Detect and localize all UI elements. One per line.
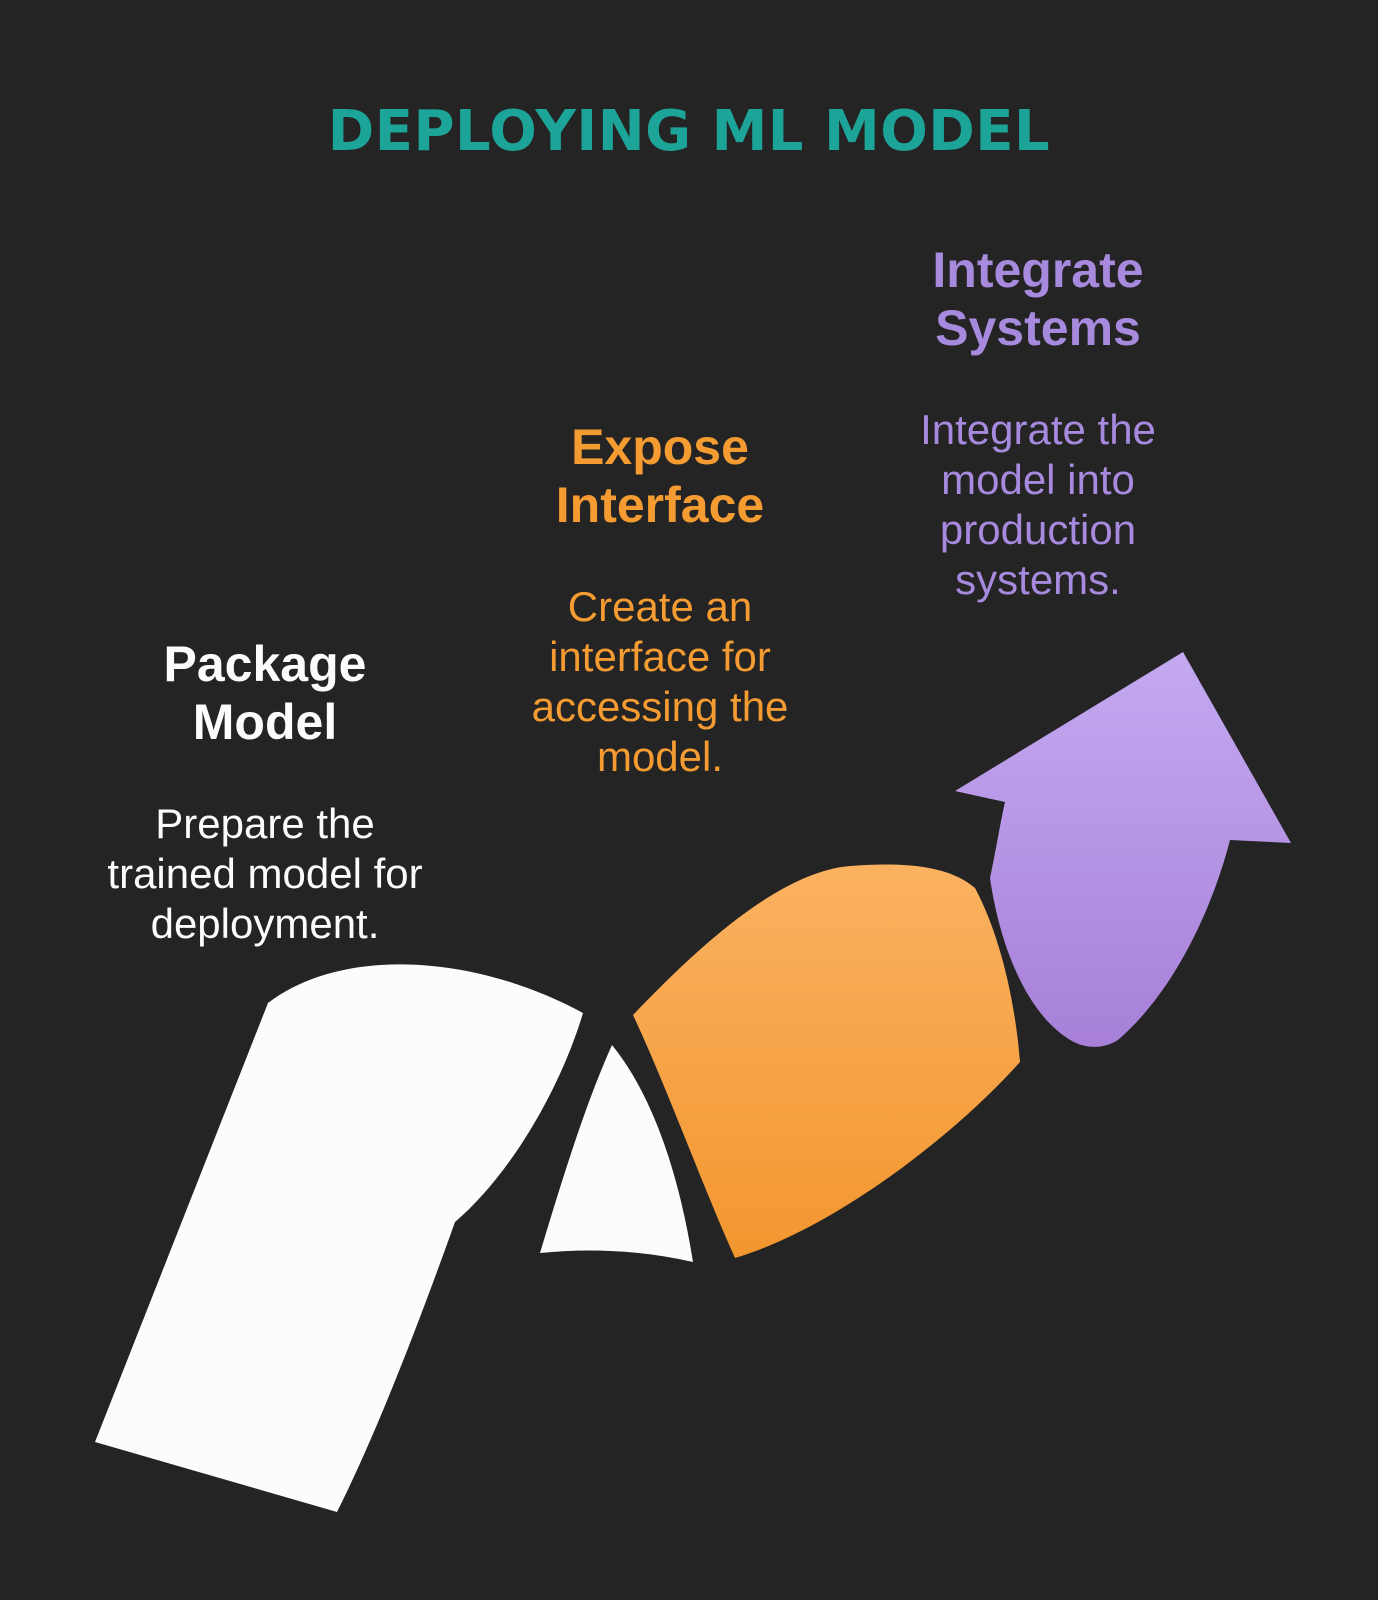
step-description-expose-interface: Create an interface for accessing the mo… <box>531 583 789 780</box>
ribbon-white-valley-fold <box>540 1045 693 1262</box>
page-title: DEPLOYING ML MODEL <box>327 99 1051 164</box>
ribbon-orange-segment <box>633 864 1020 1258</box>
step-title-integrate-systems: Integrate Systems <box>932 242 1144 356</box>
ribbon-white-segment <box>95 964 583 1512</box>
step-description-package-model: Prepare the trained model for deployment… <box>107 800 423 947</box>
ribbon-purple-arrow-segment <box>955 652 1291 1047</box>
step-title-expose-interface: Expose Interface <box>555 419 765 533</box>
step-description-integrate-systems: Integrate the model into production syst… <box>920 406 1156 603</box>
step-integrate-systems: Integrate Systems Integrate the model in… <box>920 223 1156 623</box>
step-expose-interface: Expose Interface Create an interface for… <box>532 400 789 800</box>
step-title-package-model: Package Model <box>163 636 367 750</box>
step-package-model: Package Model Prepare the trained model … <box>107 617 422 967</box>
